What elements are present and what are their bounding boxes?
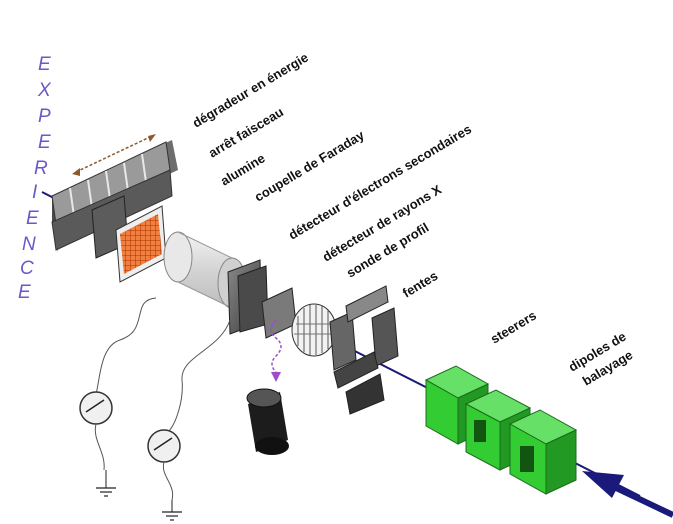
experience-letter: E: [38, 132, 51, 153]
experience-letter: C: [20, 258, 34, 279]
xray-arrowhead-icon: [271, 372, 281, 382]
xray-detector-body: [246, 388, 289, 455]
label-steerers: steerers: [488, 308, 539, 347]
experience-letter: E: [38, 54, 51, 75]
xray-arrow-icon: [270, 319, 282, 373]
label-slits: fentes: [400, 268, 441, 301]
label-alumina: alumine: [218, 150, 268, 188]
experience-letter: E: [26, 208, 39, 229]
experience-letter: P: [38, 106, 51, 127]
scanning-dipoles: [508, 409, 578, 495]
slits: [329, 285, 399, 415]
secondary-electron-detector: [227, 259, 269, 335]
current-meter-2: [147, 319, 231, 521]
experience-letter: N: [22, 234, 36, 255]
profile-probe: [291, 303, 337, 357]
experience-letter: E: [18, 282, 31, 303]
current-meter-1: [79, 297, 157, 497]
label-energy-degrader: dégradeur en énergie: [190, 50, 311, 131]
beam-arrow-icon: [582, 471, 673, 518]
experience-letter: R: [34, 158, 48, 179]
experience-letter: X: [37, 80, 52, 101]
experience-label: E X P E R I E N C E: [18, 54, 52, 303]
alumina-screen: [115, 205, 167, 283]
experience-letter: I: [32, 182, 38, 203]
